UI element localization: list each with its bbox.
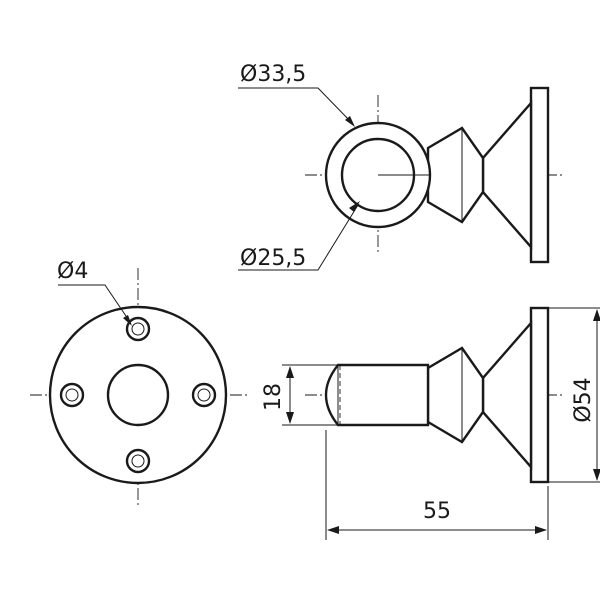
dim-arrow <box>327 526 339 534</box>
center-bore <box>106 363 170 427</box>
top-flange-plate <box>529 86 550 264</box>
top-cone <box>481 99 533 251</box>
mounting-hole-right <box>191 382 217 408</box>
side-view: 18 Ø54 55 <box>261 306 600 540</box>
leader-arrow <box>123 315 132 326</box>
dim-arrow <box>535 526 547 534</box>
dim-arrow <box>286 366 294 378</box>
front-view: Ø4 <box>30 259 250 505</box>
leader-arrow <box>349 201 360 212</box>
flange-diameter-dimension <box>548 307 600 483</box>
flange-diameter-label: Ø54 <box>571 377 596 422</box>
top-view: Ø33,5 Ø25,5 <box>238 62 565 271</box>
pin-height-label: 18 <box>261 383 286 411</box>
top-collar <box>426 126 485 224</box>
outer-diameter-leader <box>238 87 355 127</box>
side-flange-plate <box>529 306 550 484</box>
dim-arrow <box>593 309 600 321</box>
mounting-hole-bottom <box>125 448 151 474</box>
mounting-hole-top <box>125 316 151 342</box>
inner-diameter-label: Ø25,5 <box>240 246 306 271</box>
overall-length-label: 55 <box>423 499 451 524</box>
dim-arrow <box>593 469 600 481</box>
hole-diameter-label: Ø4 <box>57 259 88 284</box>
pin-height-dimension <box>282 364 338 426</box>
overall-length-dimension <box>325 430 549 540</box>
dim-arrow <box>286 412 294 424</box>
mounting-hole-left <box>59 382 85 408</box>
hole-diameter-leader <box>58 284 132 326</box>
outer-diameter-label: Ø33,5 <box>240 62 306 87</box>
inner-diameter-leader <box>238 201 360 271</box>
pin-body <box>324 363 430 427</box>
side-cone <box>481 319 533 471</box>
leader-arrow <box>345 116 355 127</box>
side-collar <box>426 346 485 444</box>
